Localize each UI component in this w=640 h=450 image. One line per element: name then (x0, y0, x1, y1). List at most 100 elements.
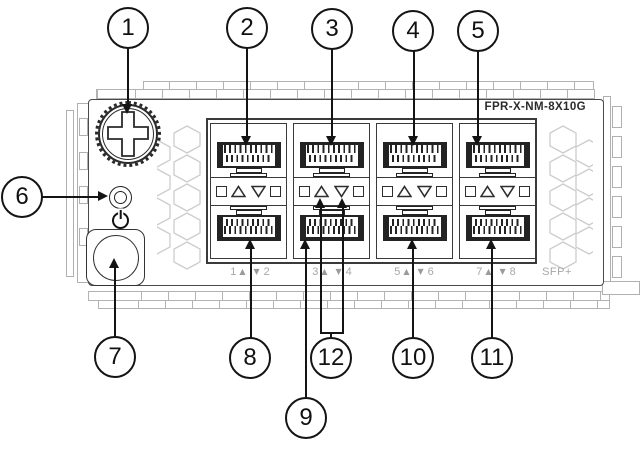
arrowhead-1 (122, 104, 132, 114)
arrowhead-2 (241, 136, 251, 146)
sfp-latch (396, 172, 433, 177)
sfp-latch (235, 209, 262, 215)
sfp-port-top (294, 124, 369, 177)
leader-line-9 (305, 248, 307, 398)
callout-5-badge: 5 (457, 10, 499, 52)
led-triangle-down-icon (416, 185, 432, 198)
leader-line-12-bar (320, 332, 344, 334)
led-square-icon (352, 185, 364, 197)
right-emi-tab (612, 196, 622, 218)
callout-10-badge: 10 (392, 337, 434, 379)
top-rail-inner (96, 89, 595, 99)
sfp-cage-icon (299, 141, 364, 168)
left-emi-tab (79, 186, 88, 204)
sfp-port-bottom (294, 205, 369, 259)
led-triangle-down-icon (499, 185, 515, 198)
sfp-cage-icon (216, 214, 281, 241)
sfp-port-top (460, 124, 535, 177)
sfp-port-bottom (460, 205, 535, 259)
arrowhead-9 (300, 239, 310, 249)
arrowhead-6 (98, 191, 108, 201)
sfp-latch (396, 205, 433, 210)
arrowhead-12-right (337, 198, 347, 208)
led-triangle-down-icon (333, 185, 349, 198)
led-square-icon (299, 185, 310, 197)
led-square-icon (435, 185, 447, 197)
leader-line-12-stub (330, 334, 332, 339)
leader-line-12-left (320, 207, 322, 334)
leader-line-7 (114, 267, 116, 337)
sfp-latch (230, 205, 267, 210)
vent-grid-left (157, 125, 201, 270)
port-led-band (211, 176, 286, 206)
sfp-cage-icon (465, 141, 530, 168)
leader-line-10 (412, 248, 414, 338)
callout-2-badge: 2 (226, 7, 268, 49)
right-emi-tab (612, 106, 622, 128)
sfp-latch (318, 167, 345, 173)
left-bracket-outer (66, 110, 74, 277)
right-bracket (603, 96, 611, 290)
leader-line-1 (127, 48, 129, 106)
sfp-latch (479, 205, 516, 210)
right-bottom-step (602, 281, 640, 295)
leader-line-6 (42, 196, 98, 198)
led-square-icon (216, 185, 227, 197)
port-led-band (294, 176, 369, 206)
led-triangle-up-icon (397, 184, 413, 197)
callout-6-badge: 6 (1, 176, 43, 218)
port-label-5-6: 5▲▼6 (394, 266, 434, 278)
standby-power-icon (112, 212, 129, 229)
sfp-latch (230, 172, 267, 177)
sfp-latch (484, 209, 511, 215)
sfp-latch (401, 209, 428, 215)
sfp-latch (479, 172, 516, 177)
callout-9-badge: 9 (285, 397, 327, 439)
left-emi-tab (79, 118, 88, 136)
leader-line-8 (250, 248, 252, 338)
callout-3-badge: 3 (311, 8, 353, 50)
port-label-3-4: 3▲▼4 (312, 266, 352, 278)
leader-line-12-right (342, 207, 344, 334)
arrowhead-7 (109, 258, 119, 268)
callout-8-badge: 8 (229, 337, 271, 379)
leader-line-3 (331, 49, 333, 137)
sfp-latch (401, 167, 428, 173)
arrowhead-8 (245, 239, 255, 249)
callout-7-badge: 7 (94, 336, 136, 378)
led-square-icon (465, 185, 476, 197)
port-led-band (460, 176, 535, 206)
leader-line-2 (246, 48, 248, 137)
port-label-1-2: 1▲▼2 (230, 266, 270, 278)
sfp-port-bottom (211, 205, 286, 259)
power-led-icon (109, 186, 132, 209)
port-group-1-2 (210, 123, 287, 259)
sfp-cage-icon (299, 214, 364, 241)
led-triangle-up-icon (314, 184, 330, 197)
bottom-rail-inner (98, 300, 610, 309)
sfp-cage-icon (465, 214, 530, 241)
led-triangle-up-icon (480, 184, 496, 197)
arrowhead-12-left (315, 198, 325, 208)
right-emi-tab (612, 226, 622, 248)
sfp-cage-icon (216, 141, 281, 168)
callout-12-badge: 12 (310, 337, 352, 379)
callout-1-badge: 1 (107, 7, 149, 49)
product-label: FPR-X-NM-8X10G (484, 101, 586, 113)
arrowhead-5 (472, 136, 482, 146)
leader-line-11 (491, 248, 493, 338)
sfp-latch (313, 172, 350, 177)
vent-grid-right (549, 125, 593, 270)
arrowhead-11 (486, 239, 496, 249)
sfp-latch (235, 167, 262, 173)
led-square-icon (382, 185, 393, 197)
sfp-latch (484, 167, 511, 173)
arrowhead-10 (407, 239, 417, 249)
right-emi-tab (612, 256, 622, 278)
sfp-port-bottom (377, 205, 452, 259)
sfp-type-label: SFP+ (542, 266, 572, 278)
port-group-3-4 (293, 123, 370, 259)
led-triangle-down-icon (250, 185, 266, 198)
led-triangle-up-icon (231, 184, 247, 197)
